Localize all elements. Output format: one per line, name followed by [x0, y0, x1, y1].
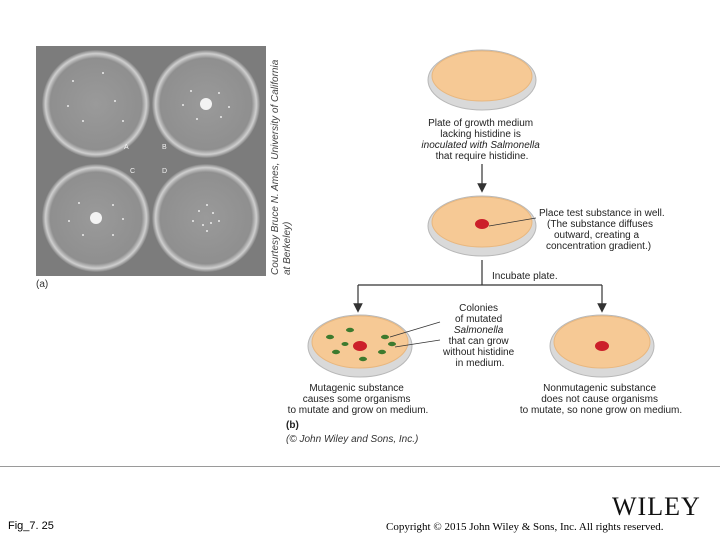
mutagenic-text: Mutagenic substance causes some organism… — [288, 383, 429, 416]
dish-mutagenic — [308, 315, 412, 377]
panel-b-label: (b) — [286, 420, 299, 431]
colony — [359, 357, 367, 361]
dish-nonmutagenic — [550, 315, 654, 377]
incubate-text: Incubate plate. — [492, 271, 558, 282]
dish-inoculated — [428, 50, 536, 110]
footer-rule — [0, 466, 720, 467]
colony — [388, 342, 396, 346]
inner-copyright: (© John Wiley and Sons, Inc.) — [286, 434, 418, 445]
figure-number: Fig_7. 25 — [8, 520, 54, 532]
colony — [332, 350, 340, 354]
test-substance-well — [475, 219, 489, 229]
colony — [346, 328, 354, 332]
colony — [342, 342, 349, 346]
dish-with-test-substance — [428, 196, 536, 256]
nonmutagen-well — [595, 341, 609, 351]
wiley-logo: WILEY — [612, 492, 701, 522]
nonmutagenic-text: Nonmutagenic substance does not cause or… — [520, 383, 682, 416]
colony — [381, 335, 389, 339]
step2-text: Place test substance in well. (The subst… — [539, 208, 667, 252]
mutagen-well — [353, 341, 367, 351]
colony — [378, 350, 386, 354]
colonies-text: Colonies of mutated Salmonella that can … — [442, 303, 517, 369]
colony — [326, 335, 334, 339]
footer-copyright: Copyright © 2015 John Wiley & Sons, Inc.… — [386, 521, 664, 533]
step1-text: Plate of growth medium lacking histidine… — [421, 118, 542, 162]
